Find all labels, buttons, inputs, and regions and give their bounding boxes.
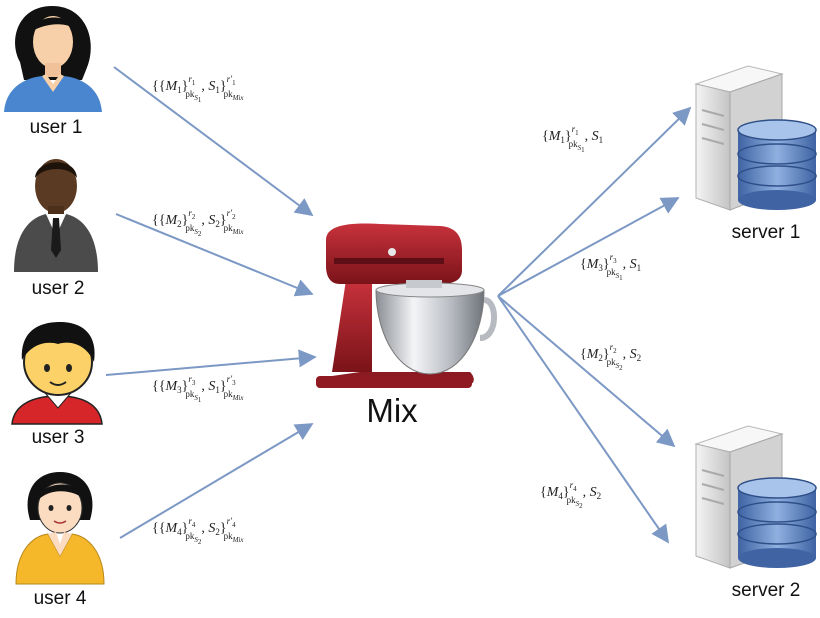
businessman-avatar-icon [14,159,98,272]
arrow-mix-to-server1-b [497,197,680,297]
incoming-arrows [105,66,317,539]
arrow-mix-to-server1-a [497,106,692,297]
woman-yellow-jacket-avatar-icon [15,472,105,585]
woman-avatar-icon [4,6,102,112]
user2-label: user 2 [32,278,85,299]
arrow-mix-to-server2-a [497,295,676,448]
mix-node: Mix [316,223,498,429]
arrow-user1-to-mix [113,66,314,217]
arrow-user3-to-mix [105,349,317,376]
user3-avatar: user 3 [11,322,103,448]
user1-label: user 1 [30,117,83,138]
boy-avatar-icon [11,322,103,425]
user2-avatar: user 2 [14,159,98,299]
server1-label: server 1 [732,222,801,243]
user4-label: user 4 [34,588,87,609]
arrow-mix-to-server2-b [497,295,670,544]
user4-avatar: user 4 [15,472,105,609]
server1-node: server 1 [694,65,817,243]
server-database-icon [694,65,817,211]
mix-label: Mix [366,392,418,429]
user3-label: user 3 [32,427,85,448]
server2-label: server 2 [732,580,801,601]
outgoing-arrows [497,106,692,544]
user1-avatar: user 1 [4,6,102,138]
server-database-icon [694,425,817,569]
arrow-user4-to-mix [119,423,314,539]
server2-node: server 2 [694,425,817,601]
stand-mixer-icon [316,223,498,388]
arrow-user2-to-mix [115,213,314,297]
